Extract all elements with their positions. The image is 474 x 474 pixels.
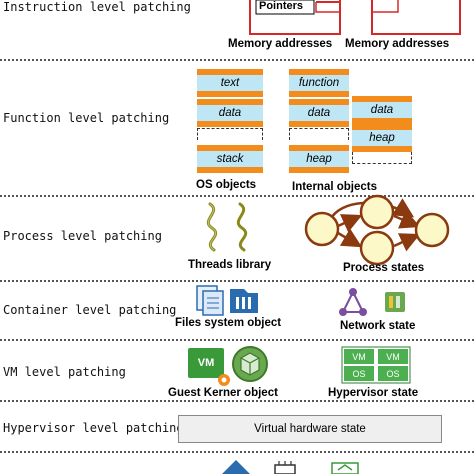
separator: [0, 400, 474, 402]
separator: [0, 59, 474, 61]
os-segment-stack: stack: [197, 145, 263, 173]
internal-right-segment-data: data: [352, 96, 412, 124]
hypervisor-state-caption: Hypervisor state: [328, 387, 419, 399]
network-switch-icon: [385, 292, 405, 312]
memory-box-left: [249, 0, 341, 35]
vm-badge-icon: [188, 348, 230, 386]
internal-right-gap: [352, 152, 412, 164]
level-label-hypervisor: Hypervisor level patching: [3, 421, 184, 435]
files-system-caption: Files system object: [175, 317, 282, 329]
pointers-box: [255, 0, 315, 15]
os-label-1: OS: [344, 366, 374, 381]
os-segment-data: data: [197, 99, 263, 127]
network-triangle-icon: [339, 288, 367, 316]
vm-badge-label: VM: [197, 357, 215, 369]
internal-segment-gap: [289, 128, 349, 140]
separator: [0, 280, 474, 282]
level-label-vm: VM level patching: [3, 365, 126, 379]
process-states-caption: Process states: [343, 262, 425, 274]
network-state-caption: Network state: [340, 320, 416, 332]
memory-addresses-caption-right: Memory addresses: [345, 38, 450, 50]
separator: [0, 339, 474, 341]
memory-box-right: [371, 0, 461, 35]
memory-addresses-caption-left: Memory addresses: [228, 38, 333, 50]
separator: [0, 451, 474, 453]
data-folder-icon: [230, 289, 258, 313]
internal-objects-caption: Internal objects: [292, 181, 377, 193]
internal-segment-data: data: [289, 99, 349, 127]
os-segment-gap: [197, 128, 263, 140]
process-state-graph: [304, 194, 450, 266]
level-label-process: Process level patching: [3, 229, 162, 243]
internal-segment-function: function: [289, 69, 349, 97]
vm-label-1: VM: [344, 349, 374, 364]
os-segment-text: text: [197, 69, 263, 97]
pointers-label: Pointers: [259, 0, 304, 12]
vm-label-2: VM: [378, 349, 408, 364]
level-label-instruction: Instruction level patching: [3, 0, 191, 14]
files-system-icon: [196, 285, 224, 316]
internal-segment-heap: heap: [289, 145, 349, 173]
os-objects-caption: OS objects: [196, 179, 257, 191]
level-label-container: Container level patching: [3, 303, 177, 317]
level-label-function: Function level patching: [3, 111, 170, 125]
threads-icon: [206, 202, 248, 252]
internal-right-segment-heap: heap: [352, 124, 412, 152]
bottom-partial-icons: [222, 460, 359, 474]
os-label-2: OS: [378, 366, 408, 381]
guest-kernel-caption: Guest Kerner object: [168, 387, 278, 399]
separator: [0, 195, 474, 197]
guest-kernel-cube-icon: [232, 346, 268, 382]
threads-library-caption: Threads library: [188, 259, 272, 271]
hypervisor-vm-os-icon: [341, 346, 411, 384]
virtual-hardware-state-box: Virtual hardware state: [178, 415, 442, 443]
